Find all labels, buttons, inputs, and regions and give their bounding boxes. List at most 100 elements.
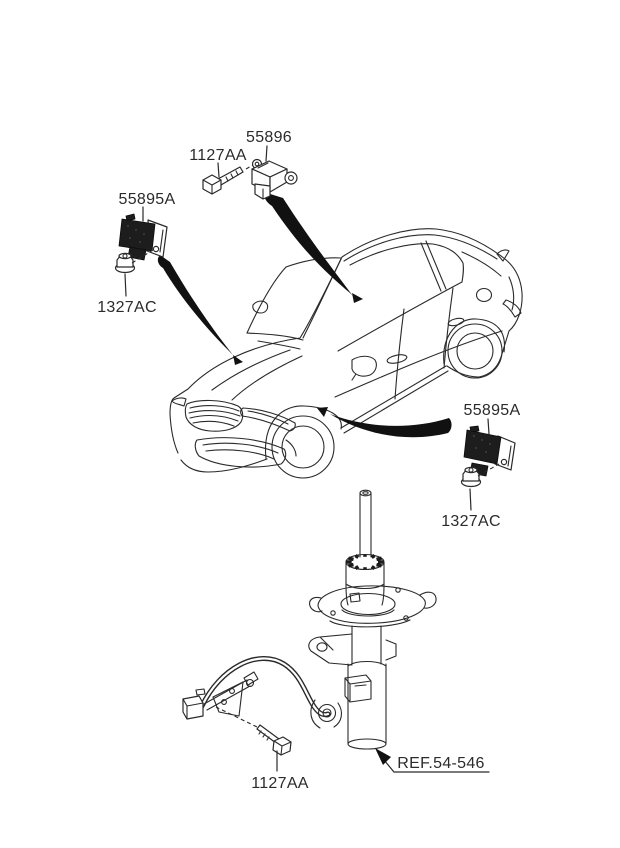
- arrowhead-top: [352, 293, 363, 303]
- dashed-bolt-to-bracket-bottom: [215, 706, 258, 728]
- grille-mesh: [188, 405, 241, 427]
- front-impact-sensor-55896: [251, 158, 298, 200]
- flange-left-hook: [309, 596, 323, 613]
- roof-inner-line: [343, 234, 498, 262]
- rod-top-inner: [362, 491, 369, 495]
- far-side-mirror: [252, 300, 269, 314]
- lower-intake: [194, 437, 287, 468]
- sensor-cable-core: [200, 657, 330, 716]
- bolt-1127AA-top: [202, 166, 244, 195]
- hood-creases: [211, 349, 303, 401]
- callout-55895A-right[interactable]: 55895A: [464, 402, 521, 419]
- callout-1127AA-top[interactable]: 1127AA: [189, 147, 247, 164]
- bracket-hole: [316, 642, 328, 652]
- cable-end-fitting: [243, 671, 259, 686]
- dashed-bolt-to-sensor-top: [245, 164, 254, 170]
- sensor-detail-lines: [257, 162, 269, 200]
- spline-teeth: [346, 554, 384, 570]
- vehicle-illustration: [169, 228, 523, 479]
- rocker-sill: [340, 365, 449, 434]
- nut-top: [464, 466, 478, 474]
- ref-underline-leader: [383, 759, 490, 773]
- sensor-cable: [199, 656, 331, 718]
- rear-door-handle: [447, 317, 465, 327]
- nut-hole: [468, 467, 474, 473]
- cowl-line: [246, 332, 304, 341]
- arrowhead-left: [233, 355, 243, 365]
- front-wheel-rim: [281, 425, 325, 469]
- leader-1327AC-left: [124, 273, 127, 297]
- nut-top: [118, 252, 132, 260]
- swoosh-right: [330, 414, 452, 438]
- flange-hole: [330, 610, 336, 616]
- fog-lamp-slash: [285, 439, 297, 457]
- rear-glass-line: [461, 251, 502, 277]
- pointer-swooshes: [157, 193, 452, 438]
- leader-55895A-right: [487, 418, 490, 435]
- flange-nut-1327AC-right: [460, 466, 482, 488]
- side-character-line: [334, 330, 503, 398]
- rod-top: [359, 489, 372, 497]
- mount-ear-right: [284, 171, 298, 185]
- right-tab: [385, 639, 397, 661]
- arrowhead-right: [317, 407, 328, 417]
- fuel-door: [475, 287, 493, 303]
- strut-tube: [347, 625, 387, 744]
- sensor-grommet: [317, 703, 337, 723]
- front-strut-assembly: [308, 489, 437, 750]
- grille: [184, 399, 244, 432]
- b-pillar: [420, 240, 447, 292]
- harness-gusset: [212, 681, 244, 717]
- flange-right-tab: [419, 591, 437, 609]
- front-door-seam: [394, 308, 405, 400]
- clevis-bracket: [308, 633, 353, 666]
- bolt-shaft: [217, 166, 244, 186]
- callout-55896[interactable]: 55896: [246, 129, 292, 146]
- bolt-threads: [225, 170, 239, 182]
- side-impact-sensor-left-55895A: [118, 213, 168, 261]
- gusset-hole: [221, 699, 227, 705]
- far-headlight: [171, 397, 187, 407]
- rear-door-seam: [443, 287, 454, 369]
- bolt-threads: [258, 730, 270, 741]
- taillight: [502, 299, 522, 318]
- flange-inner-ring: [340, 592, 396, 616]
- callout-55895A-left[interactable]: 55895A: [119, 191, 176, 208]
- front-door-handle: [386, 354, 408, 364]
- a-pillar-inner: [302, 258, 342, 339]
- cable-guide-arcs: [310, 699, 343, 729]
- callout-1127AA-bottom[interactable]: 1127AA: [251, 775, 309, 792]
- upper-mount-body: [345, 561, 385, 606]
- ear-hole: [254, 161, 260, 167]
- nut-hole: [122, 253, 128, 259]
- callout-1327AC-left[interactable]: 1327AC: [97, 299, 157, 316]
- harness-connector: [182, 695, 204, 720]
- front-bumper-lower: [180, 458, 268, 473]
- rear-wheel-rim: [456, 332, 494, 370]
- flange-hole: [403, 615, 409, 621]
- wheel-speed-sensor-harness: [182, 656, 372, 729]
- strut-tube-bottom: [347, 738, 387, 750]
- leader-1327AC-right: [469, 488, 472, 511]
- rear-wheel: [447, 323, 503, 379]
- side-impact-sensor-right-55895A: [463, 425, 516, 477]
- connector-detail: [182, 688, 206, 720]
- callout-ref-54-546[interactable]: REF.54-546: [397, 755, 485, 772]
- front-wheel: [271, 415, 335, 479]
- leader-lines: [124, 145, 490, 773]
- callout-1327AC-right[interactable]: 1327AC: [441, 513, 501, 530]
- bolt-1127AA-bottom: [256, 724, 292, 756]
- trunk-seam: [508, 276, 515, 311]
- bolt-head-facets: [202, 179, 222, 195]
- flange-nut-1327AC-left: [114, 252, 136, 274]
- leader-1127AA-top: [217, 162, 220, 178]
- bracket-bend: [159, 229, 164, 253]
- shark-fin-antenna: [496, 249, 510, 262]
- harness-clip-block: [344, 674, 372, 703]
- bracket-bend: [507, 445, 512, 467]
- side-glass-top: [349, 243, 464, 283]
- side-mirror: [351, 355, 377, 381]
- flange-skirt: [329, 619, 411, 628]
- assembly-dashed-lines: [131, 164, 500, 728]
